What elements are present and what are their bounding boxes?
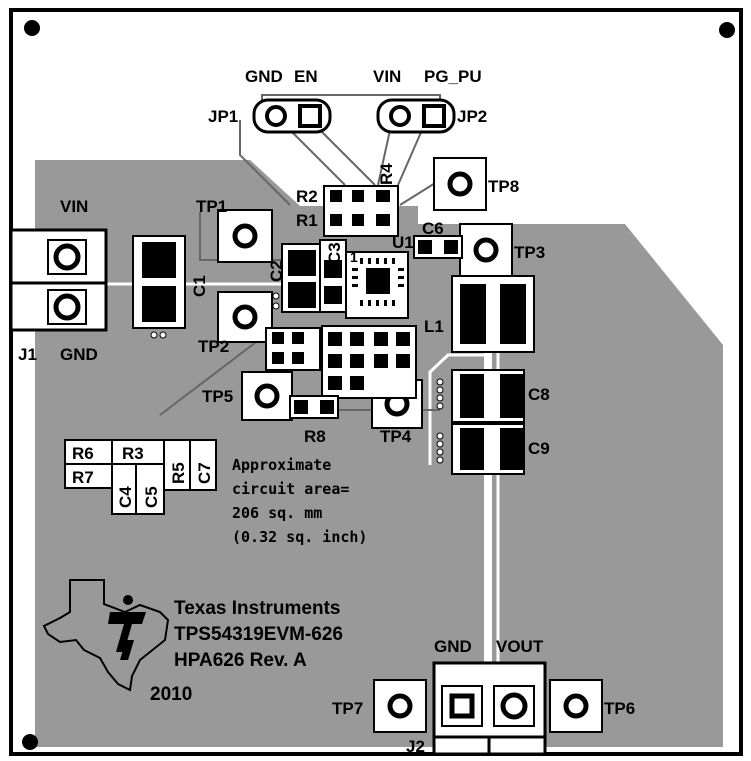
r8-label: R8 [304,427,326,446]
area-note-line1: Approximate [232,456,331,474]
r3-label: R3 [122,444,144,463]
ti-logo-icon [108,595,146,660]
tp8-label: TP8 [488,177,519,196]
c6-capacitor [413,235,463,259]
jp1-en-label: EN [294,67,318,86]
tp1-testpoint [217,209,273,263]
lower-passives-cluster [265,325,417,399]
company-name: Texas Instruments [174,598,340,619]
jp2-vin-label: VIN [373,67,401,86]
tp4-label: TP4 [380,427,412,446]
board-year: 2010 [150,684,192,705]
texas-outline-logo [42,579,170,692]
r1-label: R1 [296,211,318,230]
area-note-line2: circuit area= [232,480,349,498]
c8-label: C8 [528,385,550,404]
c2-label: C2 [267,260,286,282]
j2-connector [432,661,547,756]
c9-label: C9 [528,439,550,458]
tp8-testpoint [433,157,487,211]
c1-capacitor [132,235,186,339]
mounting-hole [22,734,38,750]
r5-label: R5 [169,462,188,484]
tp2-label: TP2 [198,337,229,356]
c5-label: C5 [142,486,161,508]
c6-label: C6 [422,219,444,238]
l1-inductor [451,275,535,353]
tp2-testpoint [217,291,273,343]
mounting-hole [719,22,735,38]
j2-gnd-label: GND [434,637,472,656]
c4-label: C4 [116,486,135,508]
tp5-testpoint [241,371,293,421]
part-number: TPS54319EVM-626 [174,624,343,645]
j2-vout-label: VOUT [496,637,544,656]
c7-label: C7 [195,462,214,484]
j2-label: J2 [406,737,425,756]
tp3-testpoint [459,223,513,277]
jp1-jumper [252,98,332,134]
r8-resistor [289,395,339,419]
j1-gnd-label: GND [60,345,98,364]
r7-label: R7 [72,468,94,487]
j1-label: J1 [18,345,37,364]
u1-chip [345,251,409,319]
jp2-jumper [376,98,456,134]
r2-r1-r4-group [323,185,399,237]
tp7-testpoint [373,679,427,733]
component-legend-table [64,439,217,515]
c2-capacitor [272,243,323,313]
jp1-gnd-label: GND [245,67,283,86]
area-note-line4: (0.32 sq. inch) [232,528,367,546]
c8-capacitor [436,369,525,423]
tp1-label: TP1 [196,197,227,216]
mounting-hole [24,20,40,36]
r6-label: R6 [72,444,94,463]
jp2-label: JP2 [457,107,487,126]
c3-capacitor [319,239,347,313]
pin1-label: 1 [350,249,358,265]
tp6-testpoint [549,679,603,733]
jp1-label: JP1 [208,107,238,126]
area-note-line3: 206 sq. mm [232,504,322,522]
u1-label: U1 [392,233,414,252]
j1-connector [9,228,108,332]
r4-label: R4 [377,163,396,185]
tp5-label: TP5 [202,387,233,406]
c3-label: C3 [325,242,344,264]
silk-traces [159,94,441,416]
c9-capacitor [436,423,525,475]
r2-label: R2 [296,187,318,206]
c1-label: C1 [190,275,209,297]
jp2-pgpu-label: PG_PU [424,67,482,86]
tp6-label: TP6 [604,699,635,718]
copper-pour [35,160,723,747]
tp7-label: TP7 [332,699,363,718]
vin-label: VIN [60,197,88,216]
l1-label: L1 [424,317,444,336]
tp3-label: TP3 [514,243,545,262]
board-revision: HPA626 Rev. A [174,650,307,671]
